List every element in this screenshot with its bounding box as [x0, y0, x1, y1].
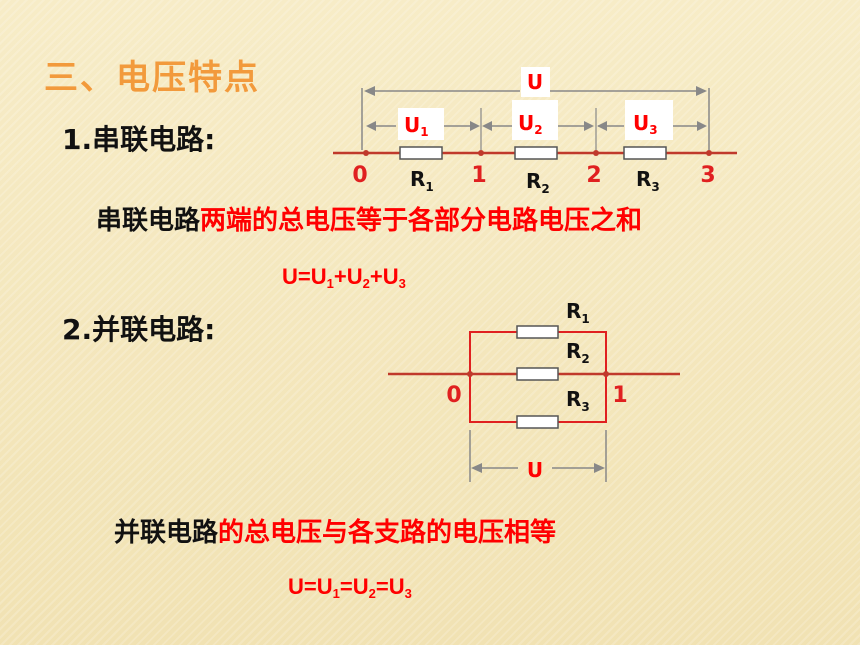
parallel-statement-red: 的总电压与各支路的电压相等 [218, 518, 557, 548]
parallel-node-label-1: 1 [612, 383, 627, 408]
parallel-statement-black: 并联电路 [114, 518, 219, 548]
parallel-node-label-0: 0 [446, 383, 461, 408]
series-heading: 1.串联电路: [62, 123, 216, 156]
series-node-1 [478, 150, 484, 156]
parallel-statement: 并联电路的总电压与各支路的电压相等 [114, 512, 556, 549]
series-u1-box [398, 108, 444, 140]
series-node-label-3: 3 [700, 163, 715, 188]
parallel-resistor-r2 [516, 367, 559, 381]
parallel-resistor-r3 [516, 415, 559, 429]
series-statement: 串联电路两端的总电压等于各部分电路电压之和 [96, 200, 642, 237]
series-u2-label: U2 [518, 111, 543, 137]
series-r3-label: R3 [636, 167, 660, 194]
parallel-node-1 [603, 371, 609, 377]
parallel-formula: U=U1=U2=U3 [288, 574, 412, 601]
parallel-resistor-r1 [516, 325, 559, 339]
parallel-r1-label: R1 [566, 299, 590, 326]
series-resistor-r1 [399, 146, 443, 160]
series-node-0 [363, 150, 369, 156]
series-node-label-2: 2 [586, 163, 601, 188]
series-u2-box [512, 100, 558, 140]
series-total-label-box [521, 67, 550, 97]
series-r2-label: R2 [526, 169, 550, 196]
series-node-2 [593, 150, 599, 156]
parallel-heading: 2.并联电路: [62, 313, 216, 346]
series-resistor-r3 [623, 146, 667, 160]
series-u3-box [625, 100, 673, 140]
series-statement-black: 串联电路 [96, 206, 201, 236]
parallel-r3-label: R3 [566, 387, 590, 414]
series-formula: U=U1+U2+U3 [282, 264, 406, 291]
parallel-node-0 [467, 371, 473, 377]
series-node-3 [706, 150, 712, 156]
series-u1-label: U1 [404, 113, 429, 139]
series-total-label: U [527, 70, 543, 94]
series-r1-label: R1 [410, 167, 434, 194]
parallel-r2-label: R2 [566, 339, 590, 366]
series-resistor-r2 [514, 146, 558, 160]
parallel-total-label: U [527, 458, 543, 482]
series-node-label-0: 0 [352, 163, 367, 188]
series-node-label-1: 1 [471, 163, 486, 188]
series-u3-label: U3 [633, 111, 658, 137]
series-statement-red: 两端的总电压等于各部分电路电压之和 [200, 206, 643, 236]
section-title: 三、电压特点 [44, 58, 260, 98]
